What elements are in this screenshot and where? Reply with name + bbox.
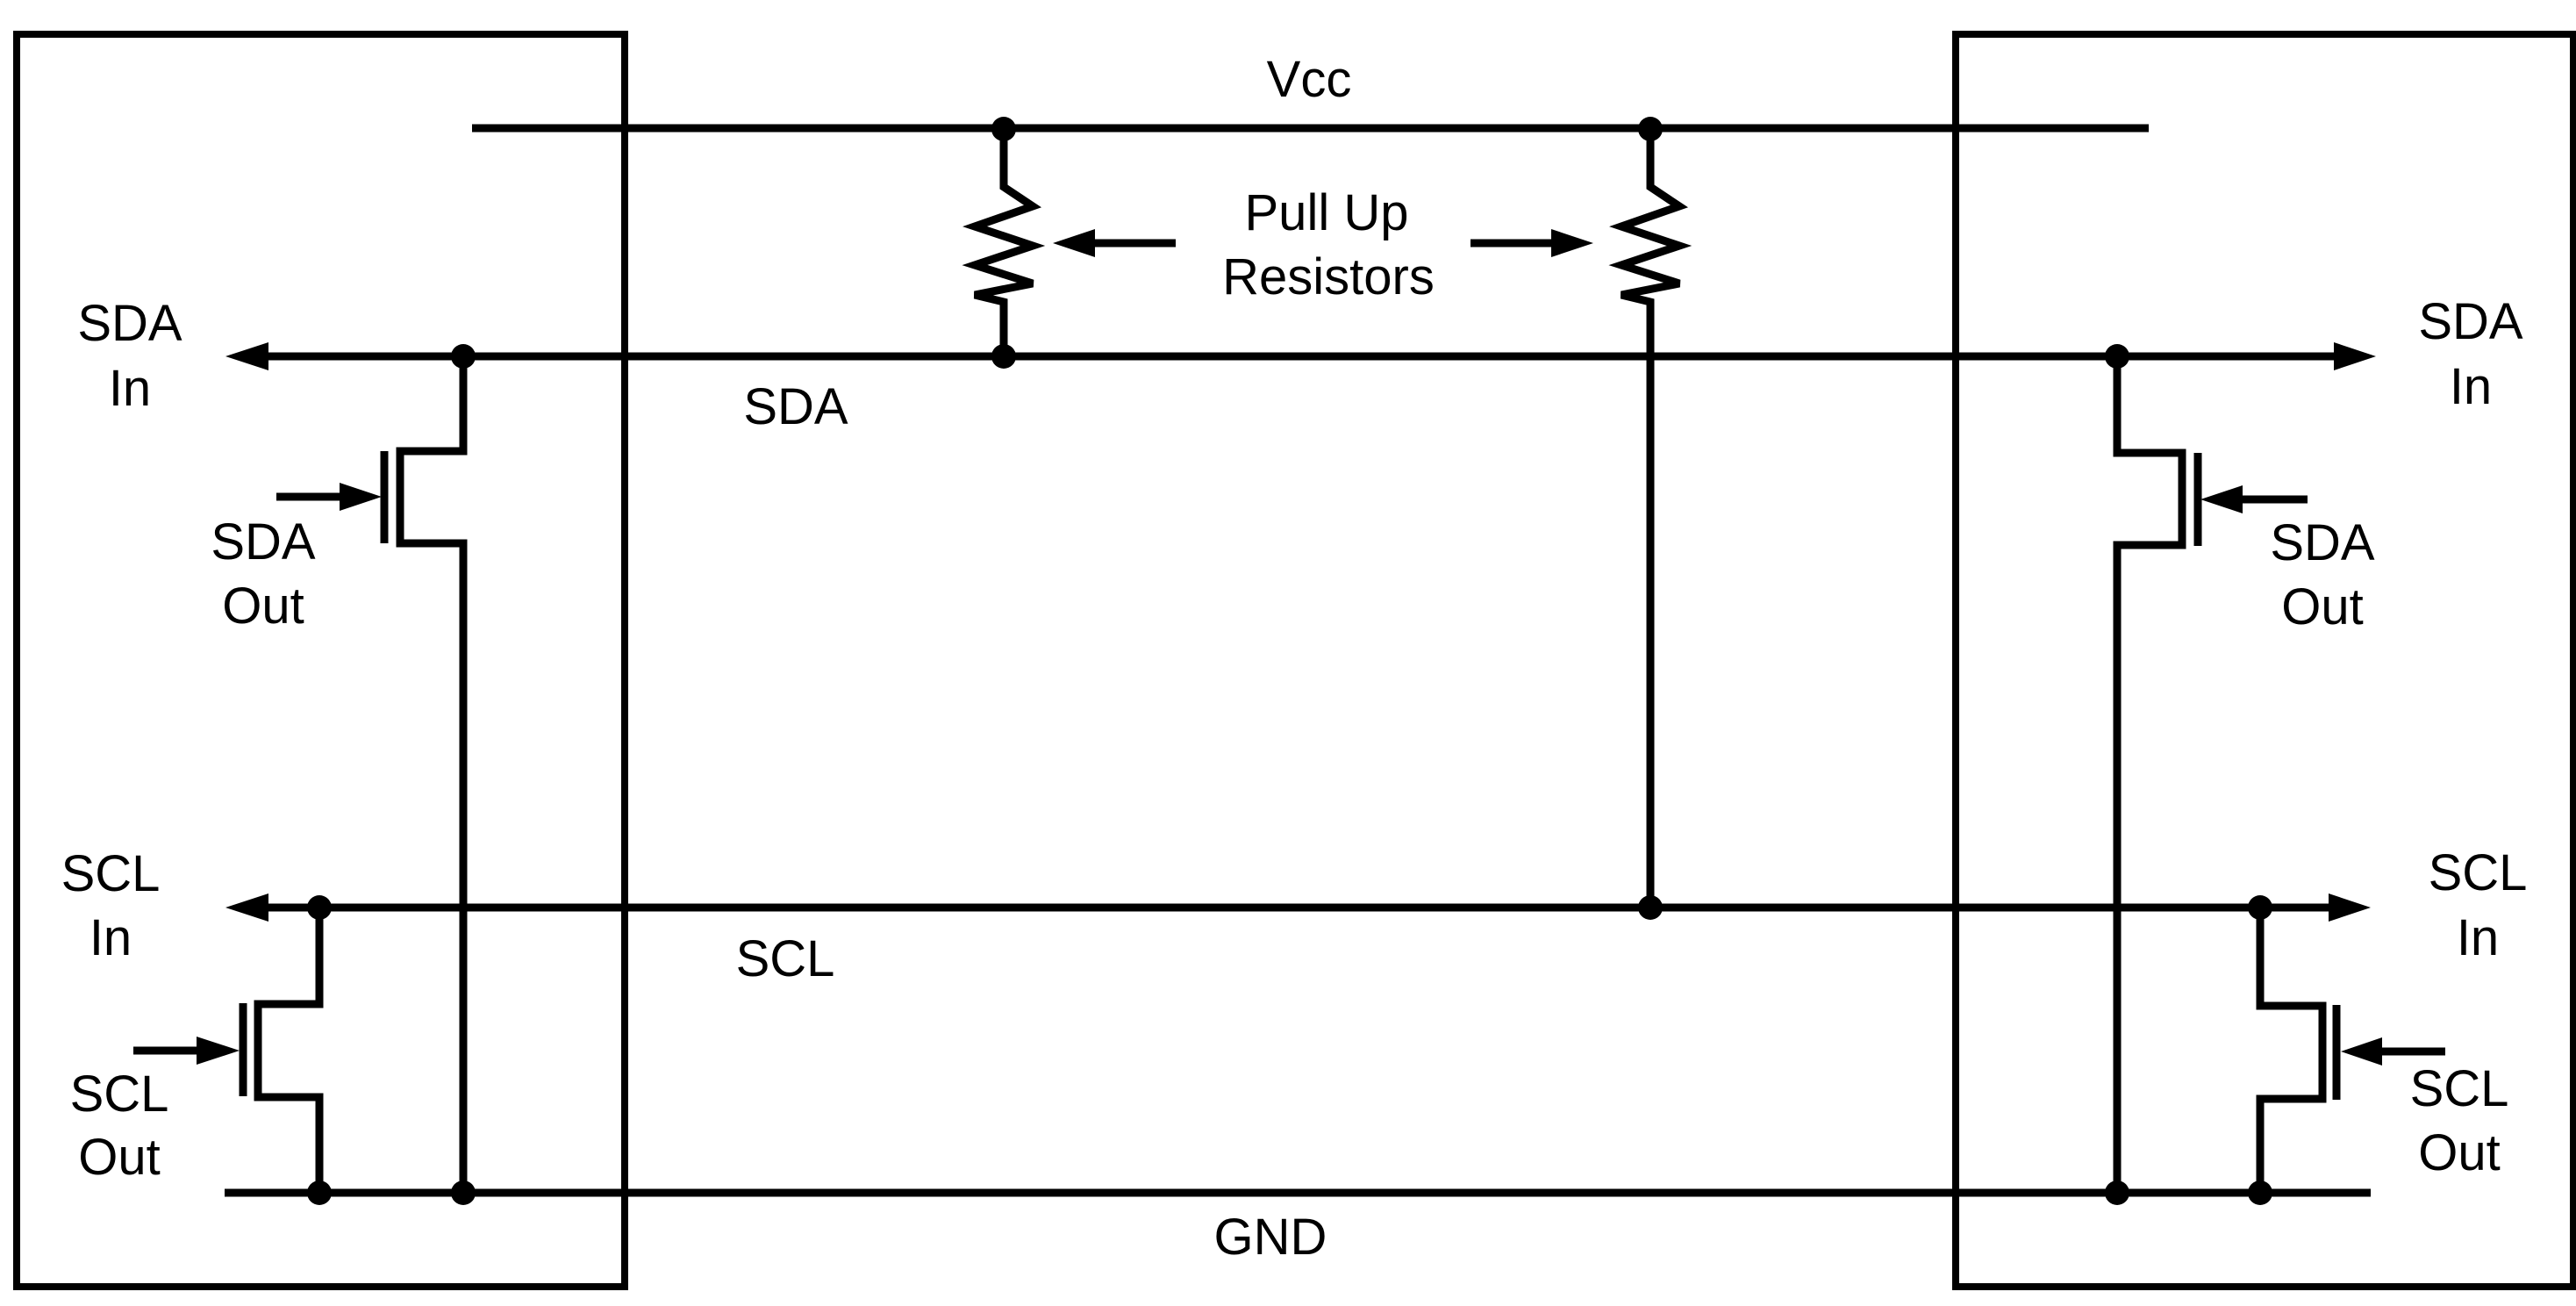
gnd-label: GND bbox=[1214, 1209, 1327, 1266]
left-sda-in-label-line1: SDA bbox=[77, 295, 182, 352]
pullup-right-arrowhead bbox=[1551, 229, 1593, 257]
right-scl-transistor-drain bbox=[2256, 908, 2327, 1193]
junction-scl-pullup bbox=[1638, 895, 1663, 920]
junction-right-sda-gnd bbox=[2105, 1180, 2129, 1205]
left-sda-in-label-line2: In bbox=[109, 360, 151, 417]
junction-sda-pullup bbox=[991, 344, 1016, 369]
left-scl-in-label-line2: In bbox=[89, 909, 132, 966]
junction-left-sda-gnd bbox=[451, 1180, 476, 1205]
right-scl-out-label-line1: SCL bbox=[2410, 1060, 2509, 1117]
junction-left-scl bbox=[307, 895, 332, 920]
right-scl-transistor bbox=[2256, 908, 2445, 1193]
pullup-label-line1: Pull Up bbox=[1245, 184, 1409, 241]
vcc-label: Vcc bbox=[1267, 51, 1352, 108]
left-sda-out-label-line2: Out bbox=[222, 578, 304, 635]
left-scl-transistor-drain bbox=[254, 908, 324, 1193]
scl-bus-label: SCL bbox=[736, 930, 835, 987]
sda-bus-label: SDA bbox=[743, 378, 848, 435]
junction-vcc-scl-pullup bbox=[1638, 117, 1663, 141]
left-sda-out-arrowhead bbox=[340, 483, 382, 511]
right-scl-in-label-line1: SCL bbox=[2429, 844, 2528, 901]
right-scl-out-label-line2: Out bbox=[2418, 1124, 2501, 1181]
left-scl-out-label-line2: Out bbox=[78, 1129, 161, 1186]
right-sda-transistor-drain bbox=[2113, 356, 2186, 1193]
right-sda-out-label-line1: SDA bbox=[2270, 514, 2375, 571]
left-scl-out-label-line1: SCL bbox=[70, 1066, 169, 1123]
right-sda-transistor bbox=[2113, 356, 2308, 1193]
right-sda-out-label-line2: Out bbox=[2281, 578, 2364, 635]
scl-pullup-resistor-zigzag bbox=[1608, 129, 1692, 908]
junction-left-sda bbox=[451, 344, 476, 369]
left-sda-transistor bbox=[276, 356, 468, 1193]
junction-right-scl bbox=[2248, 895, 2272, 920]
right-scl-out-arrowhead bbox=[2341, 1037, 2382, 1066]
pullup-left-arrowhead bbox=[1053, 229, 1095, 257]
sda-pullup-resistor bbox=[962, 129, 1046, 356]
left-scl-in-arrowhead bbox=[225, 893, 268, 922]
right-sda-in-arrowhead bbox=[2334, 342, 2376, 370]
left-sda-out-label-line1: SDA bbox=[211, 513, 316, 570]
scl-pullup-resistor bbox=[1608, 129, 1692, 908]
junction-vcc-sda-pullup bbox=[991, 117, 1016, 141]
left-sda-transistor-drain bbox=[396, 356, 468, 1193]
right-sda-in-label-line1: SDA bbox=[2418, 293, 2523, 350]
left-device-box bbox=[13, 31, 628, 1290]
left-scl-in-label-line1: SCL bbox=[61, 845, 161, 902]
sda-pullup-resistor-zigzag bbox=[962, 129, 1046, 356]
right-scl-in-arrowhead bbox=[2329, 893, 2371, 922]
junction-right-sda bbox=[2105, 344, 2129, 369]
left-scl-transistor bbox=[133, 908, 324, 1193]
left-scl-out-arrowhead bbox=[197, 1037, 240, 1065]
right-device-box bbox=[1952, 31, 2576, 1290]
right-scl-in-label-line2: In bbox=[2457, 909, 2499, 966]
junction-left-scl-gnd bbox=[307, 1180, 332, 1205]
junction-right-scl-gnd bbox=[2248, 1180, 2272, 1205]
right-sda-in-label-line2: In bbox=[2450, 358, 2492, 415]
right-sda-out-arrowhead bbox=[2200, 485, 2243, 513]
left-sda-in-arrowhead bbox=[225, 342, 268, 370]
pullup-label-line2: Resistors bbox=[1222, 248, 1435, 305]
